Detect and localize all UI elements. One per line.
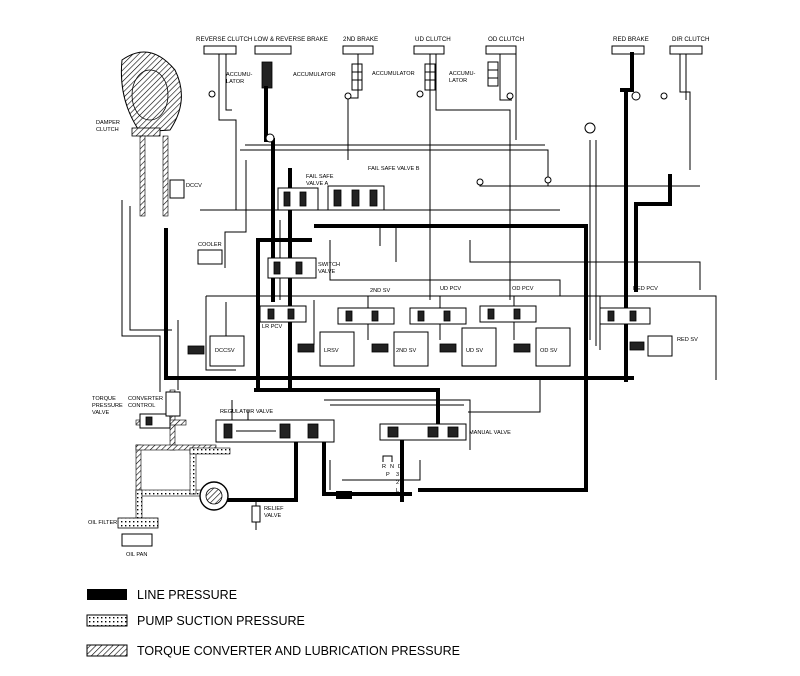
cooler-box [197,249,223,265]
gear-r: R [382,464,386,470]
red-brake-label: RED BRAKE [613,36,649,43]
switch-valve [267,257,317,279]
orifice-block [336,491,352,499]
oil-pump [199,481,229,511]
solenoid-valves [187,327,673,367]
torque-pressure-valves [139,391,181,429]
switch-valve-label-1: SWITCH [318,262,340,268]
legend-label-line-pressure: LINE PRESSURE [137,588,237,602]
oil-pan-label: OIL PAN [126,552,147,558]
gear-l: L [396,488,399,494]
fail-safe-valves [277,185,385,211]
oil-filter-label: OIL FILTER [88,520,117,526]
fail-safe-valve-b-label: FAIL SAFE VALVE B [368,166,420,172]
converter-control-label-1: CONVERTER [128,396,163,402]
reverse-clutch-label: REVERSE CLUTCH [196,36,252,43]
ud-clutch-label: UD CLUTCH [415,36,451,43]
accumulator-label-4a: ACCUMU- [449,71,476,77]
damper-clutch [120,51,182,137]
accumulator-label-3: ACCUMULATOR [372,71,415,77]
dir-clutch-label: DIR CLUTCH [672,36,709,43]
pump-suction-lines [117,447,231,529]
relief-valve-label-2: VALVE [264,513,281,519]
detent-marker [382,455,393,462]
torque-pressure-valve-label-2: PRESSURE [92,403,123,409]
oil-pan [121,533,153,547]
relief-valve-label-1: RELIEF [264,506,284,512]
accumulator-label-1b: LATOR [226,79,244,85]
legend-swatch-line-pressure [87,589,127,600]
low-reverse-brake-label: LOW & REVERSE BRAKE [254,36,328,43]
gear-d: D [398,464,402,470]
red-pcv-label: RED PCV [633,286,658,292]
fail-safe-valve-a-label-1: FAIL SAFE [306,174,334,180]
fail-safe-valve-a-label-2: VALVE A [306,181,328,187]
switch-valve-label-2: VALVE [318,269,335,275]
od-clutch-label: OD CLUTCH [488,36,524,43]
line-pressure-lines [164,52,672,502]
gear-3: 3 [396,472,399,478]
dccv-valve [169,179,185,199]
check-balls [208,90,668,186]
od-sv-label: OD SV [540,348,558,354]
regulator-valve [215,419,335,443]
gear-n: N [390,464,394,470]
second-brake-label: 2ND BRAKE [343,36,378,43]
actuator-boxes [203,45,703,55]
second-sv-top-label: 2ND SV [370,288,390,294]
dccv-label: DCCV [186,183,202,189]
lrsv-label: LRSV [324,348,339,354]
ud-pcv-label: UD PCV [440,286,461,292]
dccsv-label: DCCSV [215,348,235,354]
red-sv-label: RED SV [677,337,698,343]
circuit-thin-lines [121,54,717,508]
relief-valve [251,505,261,530]
ud-sv-label: UD SV [466,348,483,354]
regulator-valve-label: REGULATOR VALVE [220,409,273,415]
converter-control-label-2: CONTROL [128,403,155,409]
lr-pcv-label: LR PCV [262,324,282,330]
accumulator-label-2: ACCUMULATOR [293,72,336,78]
torque-pressure-valve-label-1: TORQUE [92,396,116,402]
legend-label-pump-suction: PUMP SUCTION PRESSURE [137,614,305,628]
damper-clutch-label-1: DAMPER [96,120,120,126]
od-pcv-label: OD PCV [512,286,534,292]
second-sv-label: 2ND SV [396,348,416,354]
legend-swatch-torque-converter [86,644,128,657]
accumulator-label-4b: LATOR [449,78,467,84]
gear-2: 2 [396,480,399,486]
legend-swatch-pump-suction [86,614,128,627]
manual-valve [379,423,467,441]
gear-p: P [386,472,390,478]
damper-clutch-label-2: CLUTCH [96,127,119,133]
accumulator-label-1a: ACCUMU- [226,72,253,78]
torque-pressure-valve-label-3: VALVE [92,410,109,416]
manual-valve-label: MANUAL VALVE [469,430,511,436]
legend: LINE PRESSURE PUMP SUCTION PRESSURE TORQ… [86,588,460,658]
legend-label-torque-converter: TORQUE CONVERTER AND LUBRICATION PRESSUR… [137,644,460,658]
pressure-control-valves [259,305,651,325]
cooler-label: COOLER [198,242,222,248]
